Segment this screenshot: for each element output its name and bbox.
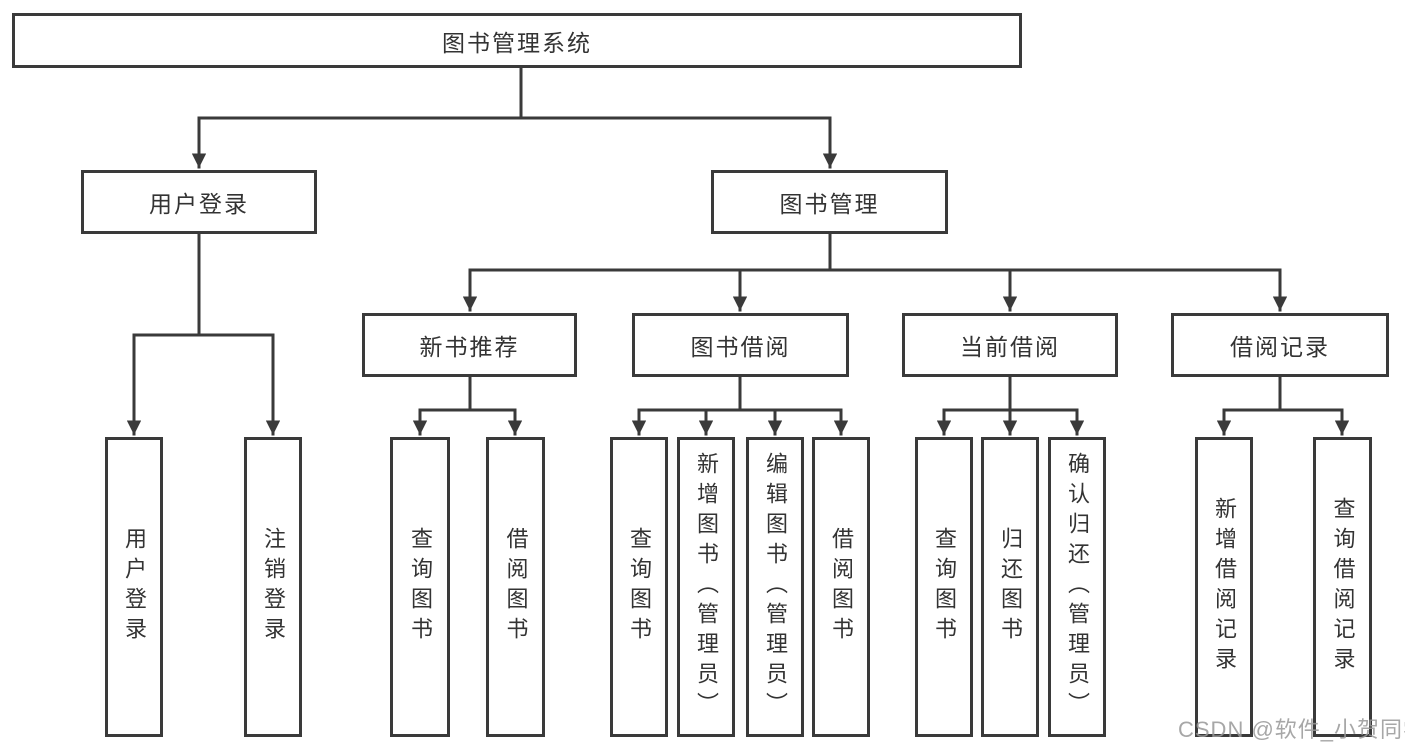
leaf-edit-book-admin-label: 编辑图书（管理员） <box>763 452 788 722</box>
node-book-management-label: 图书管理 <box>779 191 880 217</box>
leaf-add-book-admin-label: 新增图书（管理员） <box>694 452 719 722</box>
node-new-book-recommend-label: 新书推荐 <box>419 334 520 360</box>
leaf-add-borrow-record-label: 新增借阅记录 <box>1212 497 1237 677</box>
node-borrow-record: 借阅记录 <box>1171 313 1389 377</box>
node-current-borrow: 当前借阅 <box>902 313 1118 377</box>
node-root: 图书管理系统 <box>12 13 1022 68</box>
leaf-user-login-label: 用户登录 <box>122 527 147 647</box>
leaf-edit-book-admin: 编辑图书（管理员） <box>746 437 804 737</box>
leaf-return-book-label: 归还图书 <box>998 527 1023 647</box>
csdn-watermark: CSDN @软件_小贺同学 <box>1178 717 1405 742</box>
node-book-borrow-label: 图书借阅 <box>690 334 791 360</box>
leaf-current-query-book-label: 查询图书 <box>932 527 957 647</box>
leaf-logout-label: 注销登录 <box>261 527 286 647</box>
leaf-recommend-borrow-book: 借阅图书 <box>486 437 545 737</box>
leaf-confirm-return-admin-label: 确认归还（管理员） <box>1065 452 1090 722</box>
leaf-borrow-query-book: 查询图书 <box>610 437 668 737</box>
leaf-confirm-return-admin: 确认归还（管理员） <box>1048 437 1106 737</box>
node-user-login: 用户登录 <box>81 170 317 234</box>
node-root-label: 图书管理系统 <box>442 29 592 56</box>
leaf-recommend-query-book-label: 查询图书 <box>408 527 433 647</box>
leaf-recommend-query-book: 查询图书 <box>390 437 450 737</box>
leaf-current-query-book: 查询图书 <box>915 437 973 737</box>
node-book-management: 图书管理 <box>711 170 948 234</box>
leaf-borrow-book-label: 借阅图书 <box>829 527 854 647</box>
node-book-borrow: 图书借阅 <box>632 313 849 377</box>
leaf-recommend-borrow-book-label: 借阅图书 <box>503 527 529 647</box>
leaf-query-borrow-record-label: 查询借阅记录 <box>1330 497 1356 677</box>
leaf-add-borrow-record: 新增借阅记录 <box>1195 437 1253 737</box>
leaf-borrow-book: 借阅图书 <box>812 437 870 737</box>
leaf-user-login: 用户登录 <box>105 437 163 737</box>
leaf-query-borrow-record: 查询借阅记录 <box>1313 437 1372 737</box>
leaf-return-book: 归还图书 <box>981 437 1039 737</box>
leaf-logout: 注销登录 <box>244 437 302 737</box>
node-new-book-recommend: 新书推荐 <box>362 313 577 377</box>
leaf-borrow-query-book-label: 查询图书 <box>627 527 652 647</box>
node-borrow-record-label: 借阅记录 <box>1230 334 1330 360</box>
node-user-login-label: 用户登录 <box>149 191 249 217</box>
node-current-borrow-label: 当前借阅 <box>960 334 1060 360</box>
leaf-add-book-admin: 新增图书（管理员） <box>677 437 735 737</box>
